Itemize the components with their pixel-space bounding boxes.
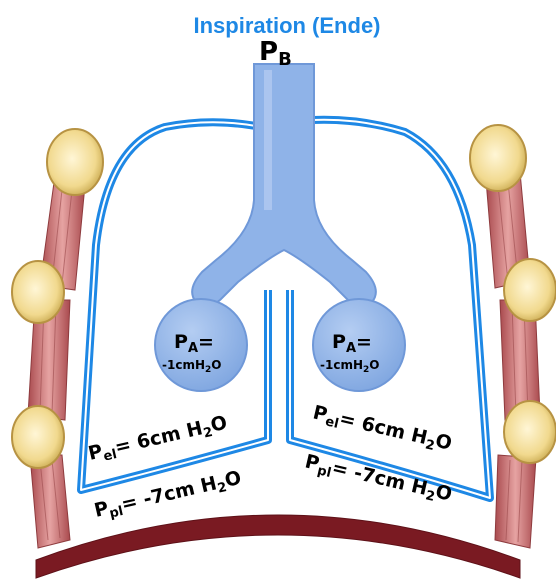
intercostal-muscle-right-lower bbox=[495, 455, 536, 548]
rib-cross-section-right-1 bbox=[470, 125, 526, 191]
rib-cross-section-left-2 bbox=[12, 261, 64, 323]
rib-cross-section-right-3 bbox=[504, 401, 556, 463]
diaphragm bbox=[36, 515, 520, 578]
rib-cross-section-left-3 bbox=[12, 406, 64, 468]
diagram-title: Inspiration (Ende) bbox=[194, 13, 381, 38]
rib-cross-section-left-1 bbox=[47, 129, 103, 195]
pleural-pressure-label-left: Ppl= -7cm H2O bbox=[92, 467, 244, 525]
airway-trachea-bronchi bbox=[192, 64, 376, 307]
chest-wall-right bbox=[470, 125, 556, 548]
airway-pressure-label: PB bbox=[259, 37, 292, 70]
pleura-right bbox=[290, 120, 490, 498]
rib-cross-section-right-2 bbox=[504, 259, 556, 321]
intercostal-muscle-left-lower bbox=[30, 455, 70, 548]
